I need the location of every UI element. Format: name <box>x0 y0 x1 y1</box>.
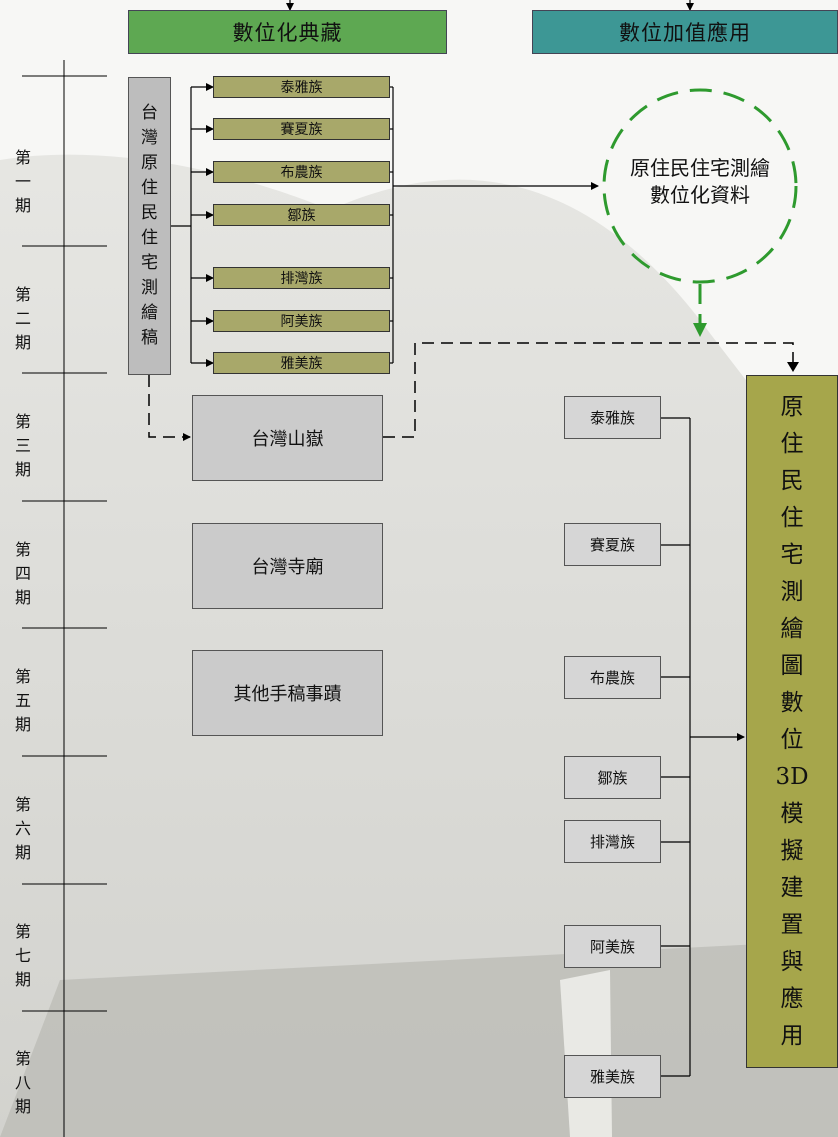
source-manuscript-char: 宅 <box>141 253 158 273</box>
period-char: 第 <box>14 285 31 304</box>
period-char: 第 <box>14 922 31 941</box>
period-char: 第 <box>14 667 31 686</box>
manuscript-tribe-amis: 阿美族 <box>213 310 390 332</box>
period-char: 期 <box>14 460 31 479</box>
source-manuscript-char: 住 <box>141 228 158 248</box>
source-manuscript-char: 稿 <box>141 328 158 348</box>
digitized-data-line2: 數位化資料 <box>650 183 750 207</box>
result-label-char: 民 <box>780 467 804 494</box>
result-label-char: 住 <box>780 504 804 531</box>
period-char: 期 <box>14 333 31 352</box>
model-tribe-bunun: 布農族 <box>564 656 661 699</box>
digital-archive-header: 數位化典藏 <box>128 10 447 54</box>
source-manuscript-char: 台 <box>141 103 158 123</box>
result-label-char: 與 <box>780 948 804 975</box>
source-manuscript-char: 灣 <box>141 128 158 148</box>
result-label-char: 原 <box>780 393 804 420</box>
collection-other-manuscripts: 其他手稿事蹟 <box>192 650 383 736</box>
period-char: 期 <box>14 843 31 862</box>
result-label-char: 繪 <box>780 615 804 642</box>
period-label: 第六期 <box>8 793 38 865</box>
result-label-char: 數 <box>780 689 804 716</box>
period-char: 八 <box>14 1073 31 1092</box>
result-label-char: 圖 <box>780 652 804 679</box>
model-tribe-atayal: 泰雅族 <box>564 396 661 439</box>
result-label-char: 建 <box>780 874 804 901</box>
result-label-char: 應 <box>780 985 804 1012</box>
digitized-data-circle <box>602 88 798 284</box>
result-label-char: 宅 <box>780 541 804 568</box>
source-manuscript-box: 台灣原住民住宅測繪稿 <box>128 77 171 375</box>
source-manuscript-char: 住 <box>141 178 158 198</box>
model-tribe-yami: 雅美族 <box>564 1055 661 1098</box>
period-char: 期 <box>14 715 31 734</box>
model-tribe-amis: 阿美族 <box>564 925 661 968</box>
result-label-char: 位 <box>780 726 804 753</box>
collection-taiwan-mountains: 台灣山嶽 <box>192 395 383 481</box>
model-tribe-tsou: 鄒族 <box>564 756 661 799</box>
collection-taiwan-temples: 台灣寺廟 <box>192 523 383 609</box>
period-char: 三 <box>14 436 31 455</box>
source-manuscript-char: 民 <box>141 203 158 223</box>
manuscript-tribe-saisiyat: 賽夏族 <box>213 118 390 140</box>
period-label: 第四期 <box>8 538 38 610</box>
period-label: 第七期 <box>8 920 38 992</box>
result-label-char: 置 <box>780 911 804 938</box>
period-label: 第三期 <box>8 410 38 482</box>
period-char: 第 <box>14 148 31 167</box>
period-char: 二 <box>14 309 31 328</box>
period-char: 五 <box>14 691 31 710</box>
period-char: 期 <box>14 970 31 989</box>
period-char: 期 <box>14 196 31 215</box>
source-manuscript-char: 原 <box>141 153 158 173</box>
result-label-char: 用 <box>780 1022 804 1049</box>
manuscript-tribe-yami: 雅美族 <box>213 352 390 374</box>
manuscript-tribe-bunun: 布農族 <box>213 161 390 183</box>
result-label-char: 3D <box>775 763 809 790</box>
source-manuscript-char: 繪 <box>141 303 158 323</box>
result-label-char: 擬 <box>780 837 804 864</box>
result-label-char: 模 <box>780 800 804 827</box>
manuscript-tribe-tsou: 鄒族 <box>213 204 390 226</box>
period-label: 第二期 <box>8 283 38 355</box>
value-added-apps-header: 數位加值應用 <box>532 10 838 54</box>
digitized-data-label: 原住民住宅測繪 數位化資料 <box>600 155 800 209</box>
period-char: 第 <box>14 412 31 431</box>
digitized-data-line1: 原住民住宅測繪 <box>630 156 770 180</box>
period-char: 第 <box>14 1049 31 1068</box>
period-label: 第五期 <box>8 665 38 737</box>
period-char: 一 <box>14 172 31 191</box>
period-label: 第一期 <box>8 146 38 218</box>
model-tribe-paiwan: 排灣族 <box>564 820 661 863</box>
manuscript-tribe-atayal: 泰雅族 <box>213 76 390 98</box>
model-tribe-saisiyat: 賽夏族 <box>564 523 661 566</box>
period-char: 期 <box>14 1097 31 1116</box>
period-char: 七 <box>14 946 31 965</box>
source-manuscript-char: 測 <box>141 278 158 298</box>
period-char: 第 <box>14 540 31 559</box>
period-label: 第八期 <box>8 1047 38 1119</box>
period-char: 六 <box>14 819 31 838</box>
period-char: 四 <box>14 564 31 583</box>
period-char: 第 <box>14 795 31 814</box>
timeline <box>22 60 107 1137</box>
result-label-char: 住 <box>780 430 804 457</box>
period-char: 期 <box>14 588 31 607</box>
result-label-char: 測 <box>780 578 804 605</box>
manuscript-tribe-paiwan: 排灣族 <box>213 267 390 289</box>
